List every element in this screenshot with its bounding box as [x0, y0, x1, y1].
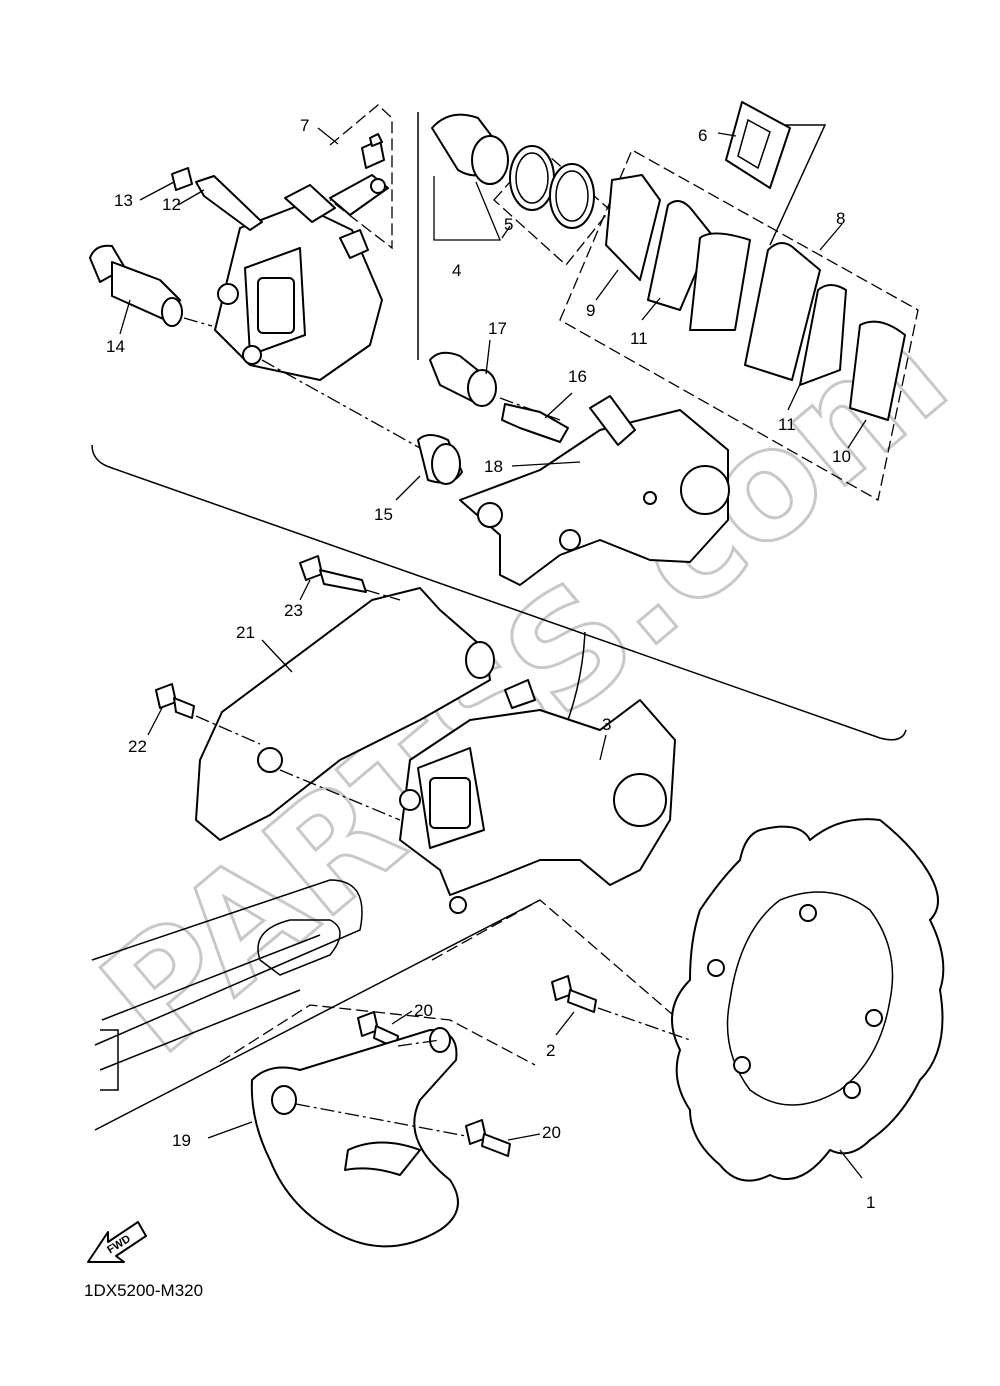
pin-13	[171, 167, 193, 191]
centerline-bush-17	[499, 397, 561, 421]
group-outline-disc-mount	[431, 899, 703, 1041]
pin-12	[195, 175, 263, 231]
callout-21: 21	[236, 623, 255, 642]
pad-shim-9	[605, 174, 661, 281]
callout-5: 5	[504, 215, 513, 234]
callout-7: 7	[300, 116, 309, 135]
caliper-assembled-3	[399, 679, 676, 914]
assembly-bracket-line	[91, 444, 907, 741]
callout-1: 1	[866, 1193, 875, 1212]
bolt-22	[155, 683, 195, 719]
callout-16: 16	[568, 367, 587, 386]
caliper-bracket-18	[459, 395, 730, 586]
callout-14: 14	[106, 337, 125, 356]
callout-19: 19	[172, 1131, 191, 1150]
centerline-bolt-23	[365, 589, 401, 601]
centerline-pin-14	[183, 317, 213, 327]
diagram-code: 1DX5200-M320	[84, 1281, 203, 1300]
pin-16	[501, 403, 569, 443]
centerline-bush-15	[261, 359, 421, 449]
swingarm	[91, 879, 541, 1131]
centerline-bolt-22	[195, 715, 261, 745]
disc-bolt-2	[551, 975, 597, 1013]
callout-2: 2	[546, 1041, 555, 1060]
group-bracket-pins	[769, 124, 827, 246]
callout-4: 4	[452, 261, 461, 280]
callout-13: 13	[114, 191, 133, 210]
group-outline-7	[329, 104, 393, 250]
pad-spring-6	[725, 101, 791, 189]
callout-15: 15	[374, 505, 393, 524]
forward-arrow-icon: FWD	[87, 1221, 147, 1263]
callout-22: 22	[128, 737, 147, 756]
bush-15	[417, 434, 463, 485]
caliper-support-21	[195, 587, 495, 841]
callout-17: 17	[488, 319, 507, 338]
callout-18: 18	[484, 457, 503, 476]
bush-17	[429, 351, 497, 407]
brake-pad-11-left	[647, 200, 751, 331]
group-outline-8	[559, 149, 919, 502]
seals-5	[509, 145, 595, 229]
disc-guard-19	[250, 1027, 459, 1248]
callout-23: 23	[284, 601, 303, 620]
centerline-support	[279, 769, 401, 821]
bolt-20-lower	[465, 1119, 511, 1157]
centerline-bolt-20-upper	[397, 1039, 441, 1047]
caliper-body-exploded	[214, 184, 383, 381]
bleed-valve-7	[329, 133, 389, 216]
callout-10: 10	[832, 447, 851, 466]
callout-20-b: 20	[542, 1123, 561, 1142]
bolt-20-upper	[357, 1011, 399, 1049]
callout-9: 9	[586, 301, 595, 320]
callout-8: 8	[836, 209, 845, 228]
callout-11-a: 11	[630, 329, 648, 348]
brake-pad-11-right	[744, 242, 847, 386]
pin-14	[89, 244, 183, 327]
callout-6: 6	[698, 126, 707, 145]
bolt-23	[299, 555, 367, 593]
centerline-bolt-20-lower	[295, 1103, 467, 1137]
callout-3: 3	[602, 715, 611, 734]
leader-lines	[119, 127, 867, 1179]
centerline-disc-bolt	[597, 1007, 691, 1041]
callout-11-b: 11	[778, 415, 796, 434]
piston-4	[431, 113, 509, 185]
group-outline-guard	[219, 1004, 536, 1066]
pad-shim-10	[849, 320, 906, 421]
callout-20-a: 20	[414, 1001, 433, 1020]
callout-12: 12	[162, 195, 181, 214]
brake-disc-1	[671, 818, 945, 1182]
